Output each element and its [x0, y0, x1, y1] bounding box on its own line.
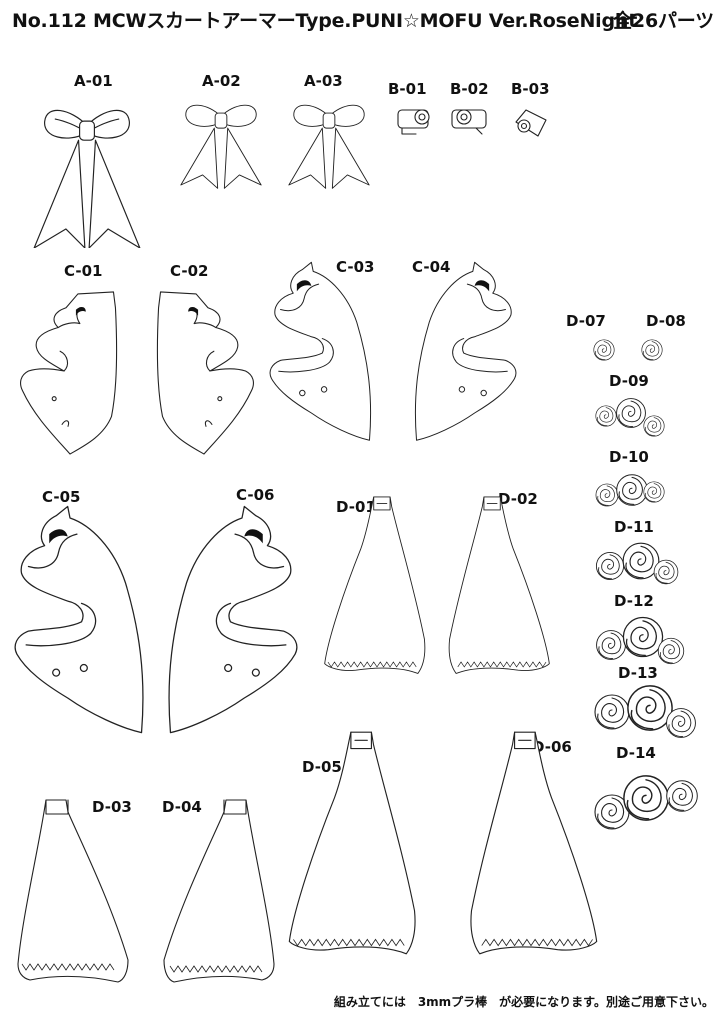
part-label-C-01: C-01 — [64, 262, 102, 280]
part-label-D-08: D-08 — [646, 312, 686, 330]
part-C-02 — [156, 291, 254, 455]
part-B-02 — [451, 109, 487, 135]
part-D-02 — [448, 496, 550, 674]
part-label-A-02: A-02 — [202, 72, 241, 90]
part-D-14 — [594, 775, 698, 830]
part-label-D-09: D-09 — [609, 372, 649, 390]
part-C-03 — [269, 261, 372, 441]
part-label-B-03: B-03 — [511, 80, 550, 98]
part-B-01 — [397, 109, 430, 135]
part-C-01 — [20, 291, 118, 455]
part-label-D-10: D-10 — [609, 448, 649, 466]
part-C-05 — [14, 505, 144, 734]
part-D-04 — [163, 799, 275, 983]
part-label-D-05: D-05 — [302, 758, 342, 776]
part-label-D-01: D-01 — [336, 498, 376, 516]
part-label-C-05: C-05 — [42, 488, 80, 506]
part-label-C-03: C-03 — [336, 258, 374, 276]
part-label-B-02: B-02 — [450, 80, 489, 98]
part-label-C-04: C-04 — [412, 258, 450, 276]
part-label-D-04: D-04 — [162, 798, 202, 816]
part-label-D-11: D-11 — [614, 518, 654, 536]
part-label-D-03: D-03 — [92, 798, 132, 816]
part-D-06 — [470, 731, 598, 955]
part-label-B-01: B-01 — [388, 80, 427, 98]
part-label-D-06: D-06 — [532, 738, 572, 756]
part-label-D-14: D-14 — [616, 744, 656, 762]
part-A-01 — [33, 109, 141, 248]
part-D-11 — [595, 542, 679, 585]
part-label-A-01: A-01 — [74, 72, 113, 90]
assembly-note: 組み立てには 3mmプラ棒 が必要になります。別途ご用意下さい。 — [333, 995, 714, 1009]
part-C-04 — [414, 261, 517, 441]
part-label-D-02: D-02 — [498, 490, 538, 508]
part-label-D-12: D-12 — [614, 592, 654, 610]
part-D-10 — [595, 474, 665, 507]
total-parts: 全26パーツ — [613, 10, 714, 32]
product-title: No.112 MCWスカートアーマーType.PUNI☆MOFU Ver.Ros… — [12, 10, 638, 32]
part-A-02 — [180, 104, 262, 189]
part-D-01 — [324, 496, 426, 674]
part-A-03 — [288, 104, 370, 189]
part-B-03 — [515, 109, 547, 137]
part-label-C-06: C-06 — [236, 486, 274, 504]
part-label-D-07: D-07 — [566, 312, 606, 330]
part-D-12 — [596, 616, 685, 665]
part-D-08 — [641, 339, 663, 361]
part-D-09 — [595, 398, 665, 437]
part-label-C-02: C-02 — [170, 262, 208, 280]
part-label-A-03: A-03 — [304, 72, 343, 90]
part-C-06 — [168, 505, 298, 734]
sheet-title: No.112 MCWスカートアーマーType.PUNI☆MOFU Ver.Ros… — [12, 6, 716, 33]
part-D-07 — [593, 339, 615, 361]
part-D-13 — [594, 685, 696, 738]
part-D-03 — [17, 799, 129, 983]
part-label-D-13: D-13 — [618, 664, 658, 682]
